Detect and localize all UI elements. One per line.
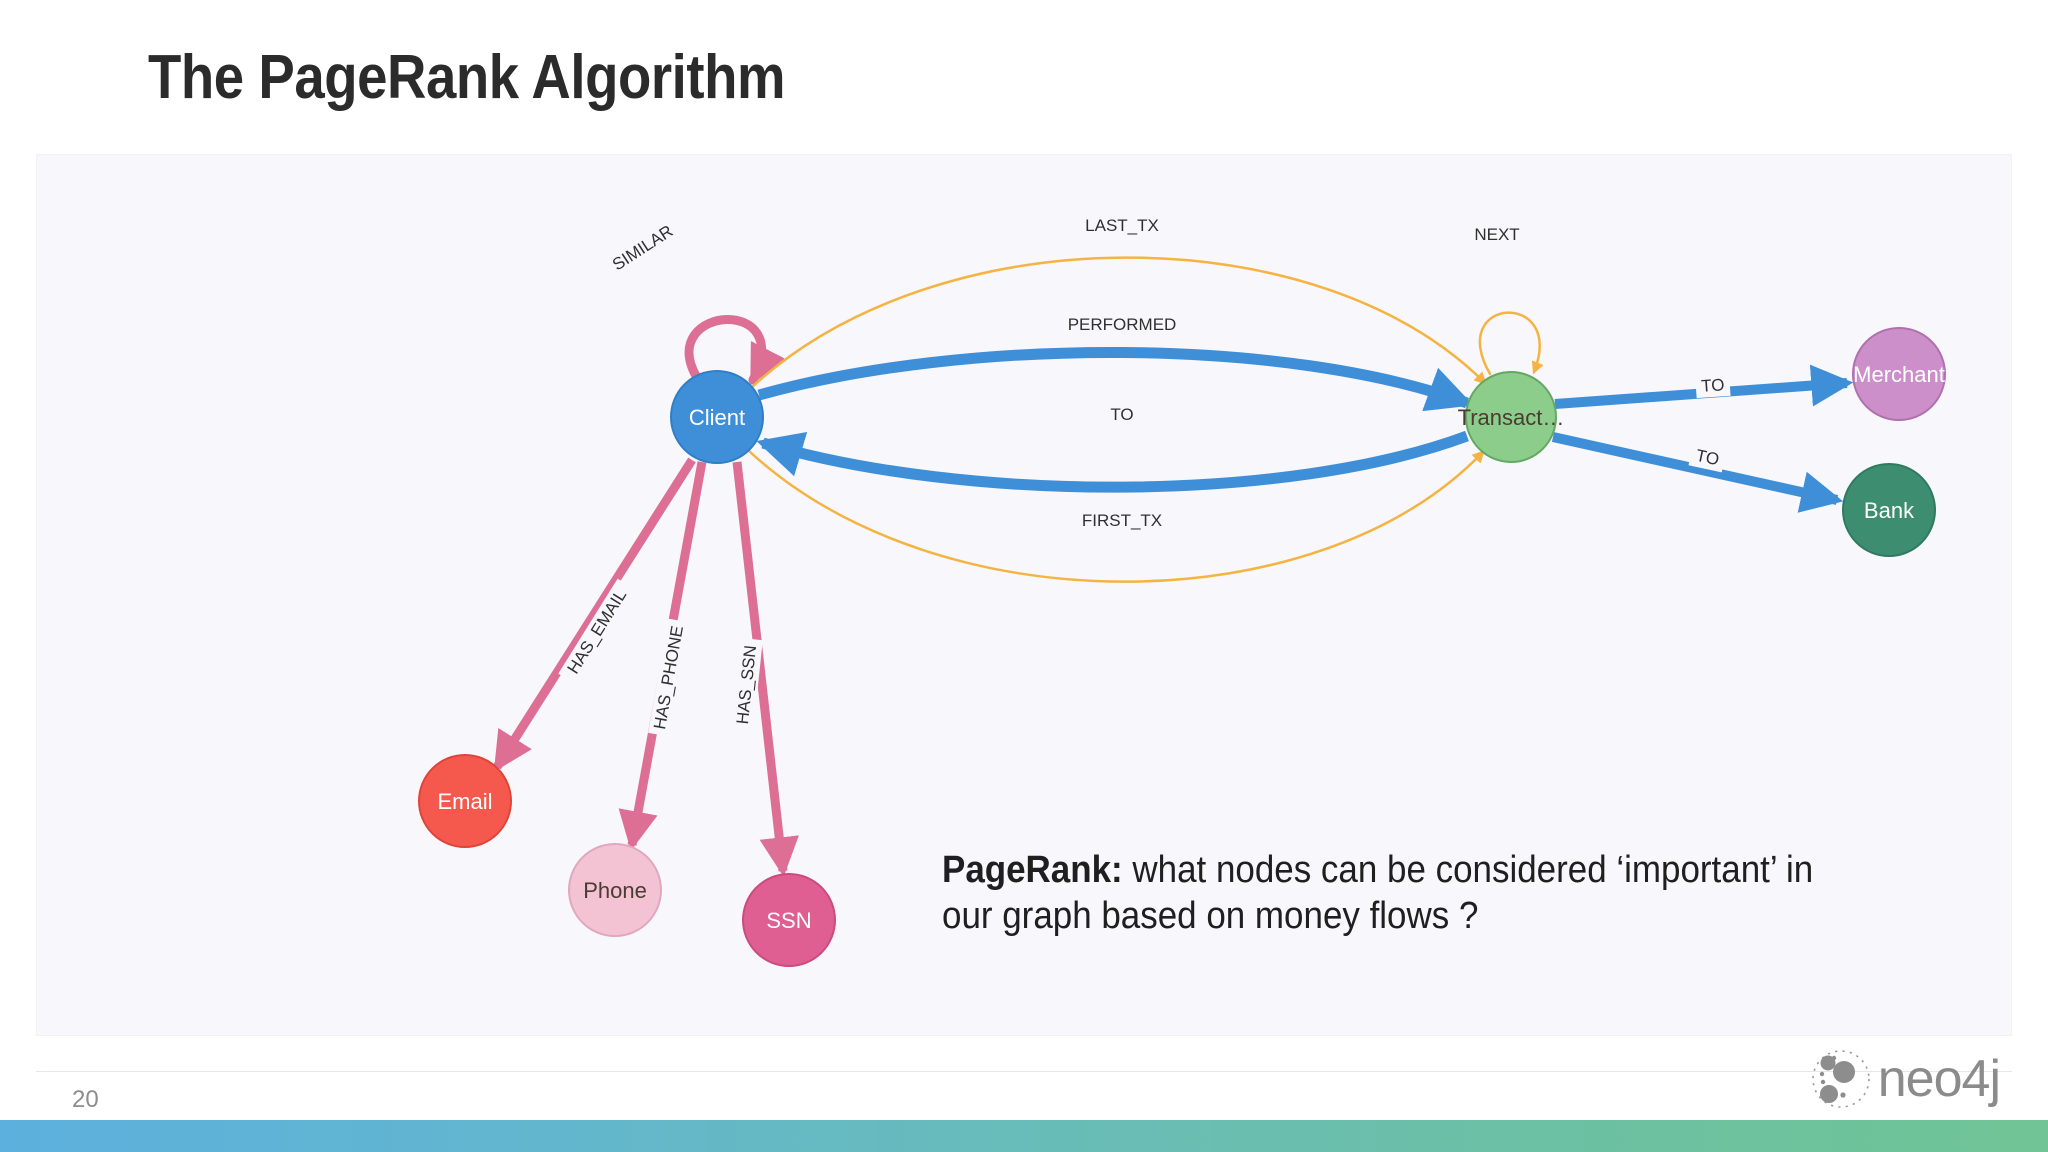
- edge-label-performed: PERFORMED: [1068, 315, 1177, 334]
- node-circle-email[interactable]: [418, 754, 512, 848]
- neo4j-mark-icon: [1811, 1050, 1870, 1108]
- edge-similar: [684, 315, 787, 386]
- edge-next: [1478, 311, 1544, 376]
- edge-label-next: NEXT: [1474, 225, 1519, 244]
- edge-label-has-email: HAS_EMAIL: [564, 586, 631, 677]
- edge-to-bank: [1551, 432, 1844, 513]
- node-circle-merchant[interactable]: [1852, 327, 1946, 421]
- graph-node-transaction[interactable]: Transact…: [1458, 371, 1565, 463]
- edge-label-first-tx: FIRST_TX: [1082, 511, 1162, 530]
- graph-node-client[interactable]: Client: [670, 370, 764, 464]
- graph-canvas: SIMILAR NEXT LAST_TX FIRST_TX PERFORMED: [418, 215, 1946, 967]
- node-label-merchant: Merchant: [1853, 362, 1945, 387]
- node-circle-phone[interactable]: [568, 843, 662, 937]
- node-label-phone: Phone: [583, 878, 647, 903]
- node-label-email: Email: [437, 789, 492, 814]
- graph-node-ssn[interactable]: SSN: [742, 873, 836, 967]
- edge-layer: [493, 256, 1854, 877]
- node-label-ssn: SSN: [766, 908, 811, 933]
- footer-divider: [36, 1071, 2012, 1072]
- caption-lead: PageRank:: [942, 849, 1123, 891]
- graph-visualization-panel: SIMILAR NEXT LAST_TX FIRST_TX PERFORMED: [36, 154, 2012, 1036]
- node-circle-client[interactable]: [670, 370, 764, 464]
- footer-gradient-bar: [0, 1120, 2048, 1152]
- edge-has-email: [493, 457, 696, 773]
- edge-label-has-phone: HAS_PHONE: [650, 624, 687, 731]
- edge-label-last-tx: LAST_TX: [1085, 216, 1159, 235]
- node-label-transaction: Transact…: [1458, 405, 1565, 430]
- graph-node-phone[interactable]: Phone: [568, 843, 662, 937]
- page-title: The PageRank Algorithm: [148, 43, 786, 112]
- edge-label-to-bank: TO: [1694, 446, 1721, 469]
- node-circle-ssn[interactable]: [742, 873, 836, 967]
- node-circle-bank[interactable]: [1842, 463, 1936, 557]
- edge-first-tx: [747, 449, 1485, 583]
- graph-node-bank[interactable]: Bank: [1842, 463, 1936, 557]
- neo4j-logo: neo4j: [1810, 1048, 2001, 1110]
- edge-label-has-ssn: HAS_SSN: [733, 644, 760, 725]
- edge-last-tx: [749, 256, 1487, 390]
- edge-to-client: [756, 430, 1469, 493]
- edge-label-similar: SIMILAR: [609, 221, 676, 274]
- edge-performed: [757, 346, 1474, 412]
- pagerank-caption: PageRank: what nodes can be considered ‘…: [942, 847, 1862, 940]
- node-label-client: Client: [689, 405, 745, 430]
- node-label-bank: Bank: [1864, 498, 1915, 523]
- graph-node-merchant[interactable]: Merchant: [1852, 327, 1946, 421]
- graph-node-email[interactable]: Email: [418, 754, 512, 848]
- edge-label-to-client: TO: [1110, 405, 1133, 424]
- neo4j-wordmark: neo4j: [1877, 1050, 2001, 1108]
- caption-body: what nodes can be considered ‘important’…: [942, 849, 1814, 938]
- node-circle-transaction[interactable]: [1465, 371, 1557, 463]
- edge-label-to-merchant: TO: [1701, 375, 1726, 396]
- node-layer: Client Transact… Merchant Bank Email Pho: [418, 327, 1946, 967]
- edge-has-ssn: [732, 461, 799, 877]
- slide-number: 20: [72, 1086, 99, 1113]
